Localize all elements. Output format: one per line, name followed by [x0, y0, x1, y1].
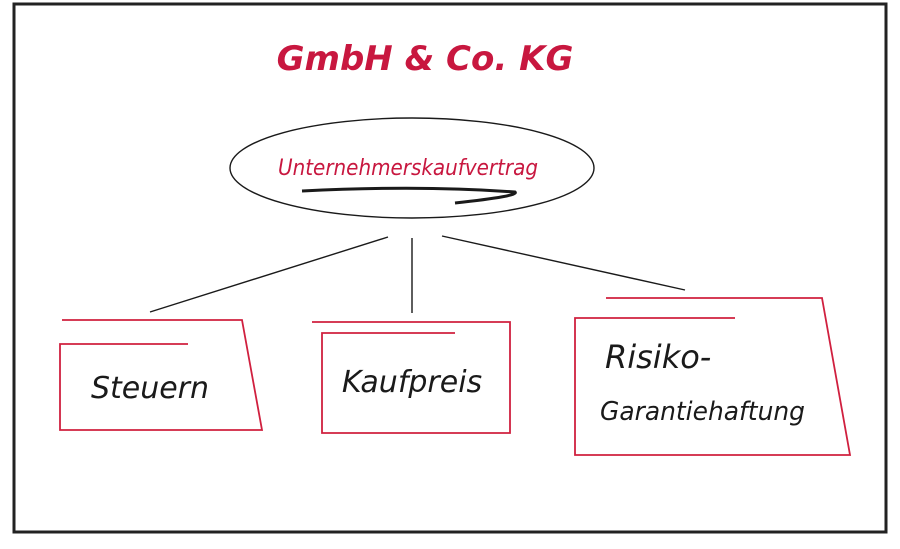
- box-risiko: Risiko- Garantiehaftung: [574, 297, 852, 456]
- center-ellipse: [229, 117, 595, 219]
- box-label: Kaufpreis: [342, 365, 482, 400]
- frame: [12, 2, 888, 534]
- connector-right: [441, 235, 686, 291]
- box-kaufpreis: Kaufpreis: [312, 321, 511, 434]
- underline: [301, 186, 517, 205]
- box-label: Steuern: [91, 371, 209, 406]
- diagram-title: GmbH & Co. KG: [277, 39, 574, 79]
- box-label-line1: Risiko-: [605, 338, 711, 376]
- center-node-label: Unternehmerskaufvertrag: [278, 156, 538, 181]
- connector-left: [149, 236, 389, 313]
- box-label-line2: Garantiehaftung: [600, 397, 805, 427]
- box-steuern: Steuern: [59, 319, 264, 431]
